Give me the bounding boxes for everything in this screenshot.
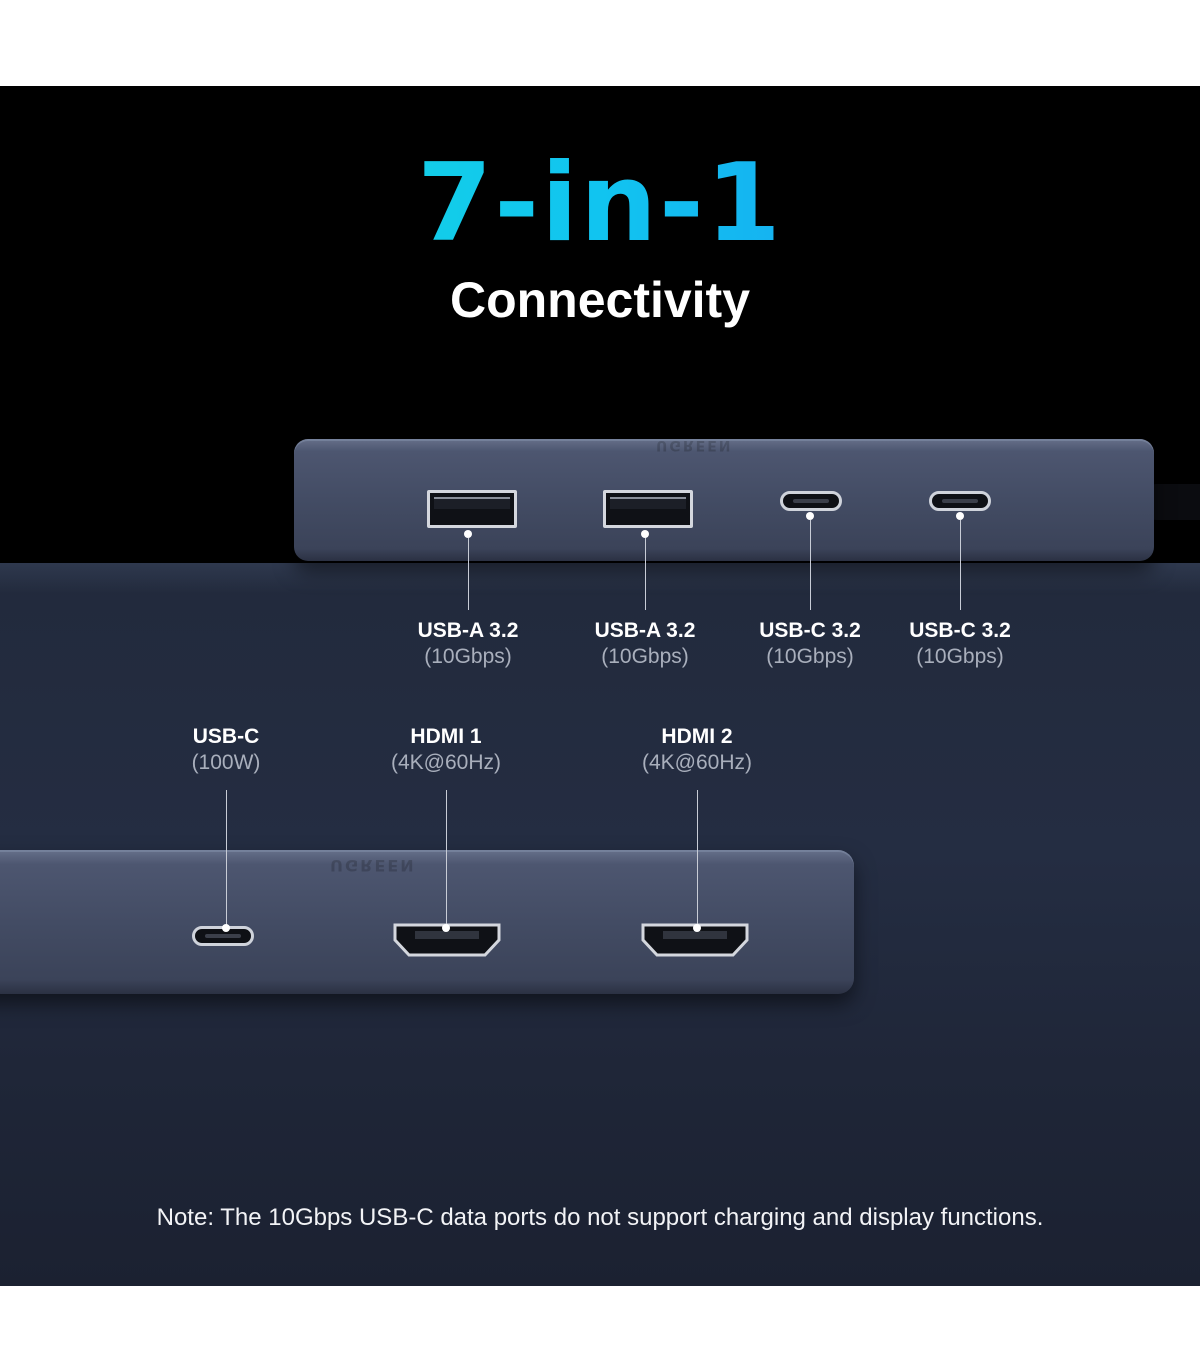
callout-line [960,520,961,610]
hdmi-port-2 [641,923,749,957]
port-spec: (100W) [191,751,261,774]
headline-7-in-1: 7-in-1 [0,144,1200,264]
headline-connectivity: Connectivity [449,272,751,328]
label-hdmi-1: HDMI 1 (4K@60Hz) [356,724,536,776]
port-spec: (10Gbps) [766,645,854,668]
port-spec: (4K@60Hz) [390,751,501,774]
port-name: USB-C 3.2 [909,619,1011,642]
label-usb-a-1: USB-A 3.2 (10Gbps) [378,618,558,670]
label-usb-c-pd: USB-C (100W) [136,724,316,776]
callout-dot [956,512,964,520]
callout-dot [464,530,472,538]
port-name: HDMI 1 [410,725,482,748]
callout-line [645,538,646,610]
port-spec: (10Gbps) [424,645,512,668]
floor-edge-glow [0,563,1200,593]
port-name: USB-C [192,725,260,748]
callout-line [810,520,811,610]
callout-line [468,538,469,610]
callout-dot [641,530,649,538]
callout-line [446,790,447,928]
brand-emboss-top: UGREEN [656,437,733,453]
hub-bottom-view: UGREEN [0,850,854,994]
usb-a-port-1 [427,490,517,528]
callout-dot [693,924,701,932]
port-name: USB-A 3.2 [594,619,696,642]
port-spec: (4K@60Hz) [641,751,752,774]
callout-dot [442,924,450,932]
usb-a-port-2 [603,490,693,528]
usb-c-port-1 [780,491,842,511]
hub-top-view: UGREEN [294,437,1154,561]
label-usb-c-2: USB-C 3.2 (10Gbps) [870,618,1050,670]
brand-emboss-bottom: UGREEN [330,856,416,875]
label-hdmi-2: HDMI 2 (4K@60Hz) [607,724,787,776]
port-name: HDMI 2 [661,725,733,748]
hub-cable [1150,484,1200,520]
product-banner: 7-in-1 Connectivity UGREEN USB-A 3.2 (10… [0,86,1200,1286]
port-name: USB-A 3.2 [417,619,519,642]
label-usb-c-1: USB-C 3.2 (10Gbps) [720,618,900,670]
hdmi-port-1 [393,923,501,957]
callout-line [226,790,227,928]
port-name: USB-C 3.2 [759,619,861,642]
callout-dot [806,512,814,520]
port-spec: (10Gbps) [916,645,1004,668]
footnote: Note: The 10Gbps USB-C data ports do not… [156,1204,1044,1231]
label-usb-a-2: USB-A 3.2 (10Gbps) [555,618,735,670]
callout-dot [222,924,230,932]
usb-c-port-2 [929,491,991,511]
callout-line [697,790,698,928]
port-spec: (10Gbps) [601,645,689,668]
